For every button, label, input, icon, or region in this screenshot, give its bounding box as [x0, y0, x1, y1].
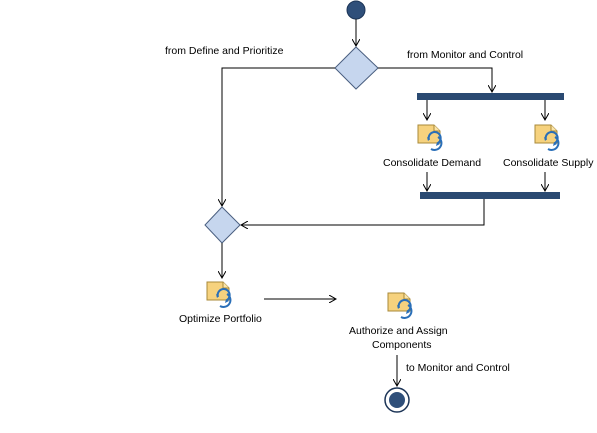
- consolidate-supply-label: Consolidate Supply: [503, 157, 594, 169]
- join-bar: [420, 192, 560, 199]
- consolidate-demand-icon: [417, 124, 443, 151]
- merge-decision: [204, 206, 241, 244]
- guard-right-label: from Monitor and Control: [407, 49, 523, 61]
- consolidate-demand-label: Consolidate Demand: [383, 157, 481, 169]
- edge-decision-merge-left: [222, 67, 335, 206]
- top-decision: [334, 46, 379, 90]
- edge-join-merge: [241, 199, 485, 225]
- edge-decision-fork: [378, 67, 492, 92]
- authorize-assign-icon: [387, 292, 413, 319]
- guard-left-label: from Define and Prioritize: [165, 45, 284, 57]
- fork-bar: [417, 93, 564, 100]
- initial-node: [346, 0, 366, 20]
- to-monitor-label: to Monitor and Control: [406, 362, 510, 374]
- final-node-inner: [389, 392, 405, 408]
- authorize-assign-label-line1: Authorize and Assign: [349, 325, 448, 337]
- consolidate-supply-icon: [534, 124, 560, 151]
- optimize-portfolio-icon: [206, 281, 232, 308]
- authorize-assign-label-line2: Components: [372, 339, 432, 351]
- optimize-portfolio-label: Optimize Portfolio: [179, 313, 262, 325]
